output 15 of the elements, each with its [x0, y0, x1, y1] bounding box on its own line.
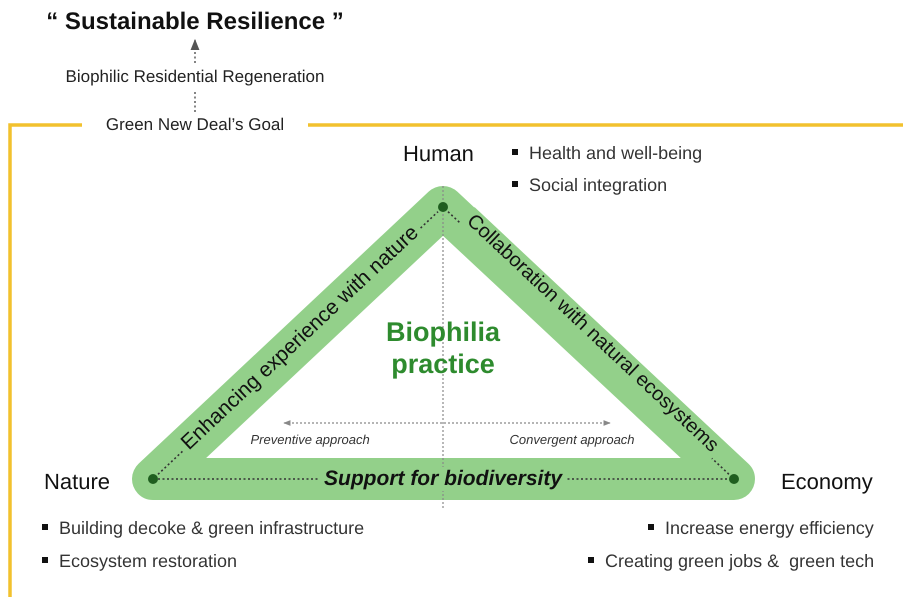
goal-heading: “ Sustainable Resilience ” [40, 4, 350, 40]
bullet-text: Creating green jobs & green tech [588, 551, 874, 572]
approach-label: Convergent approach [510, 432, 635, 447]
connector-line [194, 91, 196, 112]
vertex-label: Nature [44, 469, 110, 495]
bullet-text: Social integration [512, 175, 668, 196]
bullet-text: Ecosystem restoration [42, 551, 238, 572]
bullet-text: Health and well-being [512, 143, 702, 164]
vertex-label: Human [403, 141, 474, 167]
goal-text: Biophilic Residential Regeneration [40, 63, 350, 91]
arrow [190, 38, 200, 63]
bullet-text: Increase energy efficiency [648, 518, 874, 539]
bullet-text: Building decoke & green infrastructure [42, 518, 364, 539]
vertex-label: Economy [781, 469, 873, 495]
edge-label: Support for biodiversity [320, 467, 566, 492]
